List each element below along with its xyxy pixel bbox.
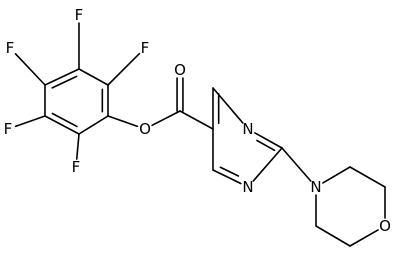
bond-c1-f2 — [107, 52, 141, 86]
bond-n3-p4 — [212, 166, 242, 185]
single-bond — [212, 87, 244, 124]
bond-m1-m2 — [349, 166, 386, 188]
double-bond-inner — [51, 75, 78, 89]
single-bond — [281, 147, 312, 182]
atom-label-n1: N — [242, 120, 253, 138]
single-bond — [349, 229, 379, 247]
atom-label-o_ester: O — [139, 120, 151, 138]
bond-c4-c5 — [44, 112, 80, 135]
bond-o_ester-c_carbonyl — [151, 110, 181, 127]
bond-c_carbonyl-p5 — [179, 110, 214, 130]
bond-c2-c3 — [44, 68, 80, 89]
atom-label-o_carbonyl: O — [174, 61, 186, 79]
atom-label-n3: N — [242, 178, 253, 196]
bond-c5-f5 — [75, 133, 80, 160]
bond-p2-n_morph — [281, 147, 312, 182]
single-bond — [14, 53, 46, 86]
single-bond — [107, 115, 139, 128]
single-bond — [14, 115, 46, 128]
bond-c4-f4 — [14, 115, 46, 128]
bond-n1-p2 — [254, 132, 283, 152]
single-bond — [78, 115, 109, 135]
double-bond-inner — [51, 112, 78, 128]
single-bond — [349, 166, 386, 188]
atom-label-f4: F — [4, 120, 13, 138]
double-bond-outer — [212, 169, 242, 185]
double-bond-inner — [219, 166, 240, 177]
bond-m3-m4 — [315, 225, 351, 247]
single-bond — [322, 166, 351, 184]
atom-label-f5: F — [72, 158, 81, 176]
atom-label-f3: F — [6, 39, 15, 57]
single-bond — [107, 52, 141, 86]
single-bond — [78, 68, 109, 86]
double-bond-inner — [256, 139, 276, 152]
single-bond — [252, 147, 283, 182]
bond-c6-c1 — [101, 84, 109, 117]
bond-p5-p6 — [212, 87, 220, 130]
single-bond — [75, 133, 80, 160]
double-bond-outer — [44, 115, 80, 135]
atom-label-n_morph: N — [310, 178, 321, 196]
bond-c3-f3 — [14, 53, 46, 86]
double-bond-outer — [44, 68, 80, 86]
bond-c6-o_ester — [107, 115, 139, 128]
bond-o_morph-m3 — [349, 229, 379, 247]
bond-p6-n1 — [212, 87, 244, 124]
bond-c1-c2 — [78, 68, 109, 86]
bond-c_carbonyl-o_carbonyl — [176, 77, 184, 112]
bond-n_morph-m1 — [322, 166, 351, 184]
single-bond — [179, 110, 214, 130]
bond-c5-c6 — [78, 115, 109, 135]
double-bond-outer — [254, 132, 283, 149]
single-bond — [151, 110, 181, 127]
atom-label-o_morph: O — [379, 217, 391, 235]
bond-layer — [14, 22, 386, 247]
single-bond — [315, 225, 351, 247]
atom-label-f2: F — [141, 39, 150, 57]
atom-label-f1: F — [75, 6, 84, 24]
bond-p2-n3 — [252, 147, 283, 182]
atom-layer: F F F F F O O N N N O — [4, 6, 391, 235]
